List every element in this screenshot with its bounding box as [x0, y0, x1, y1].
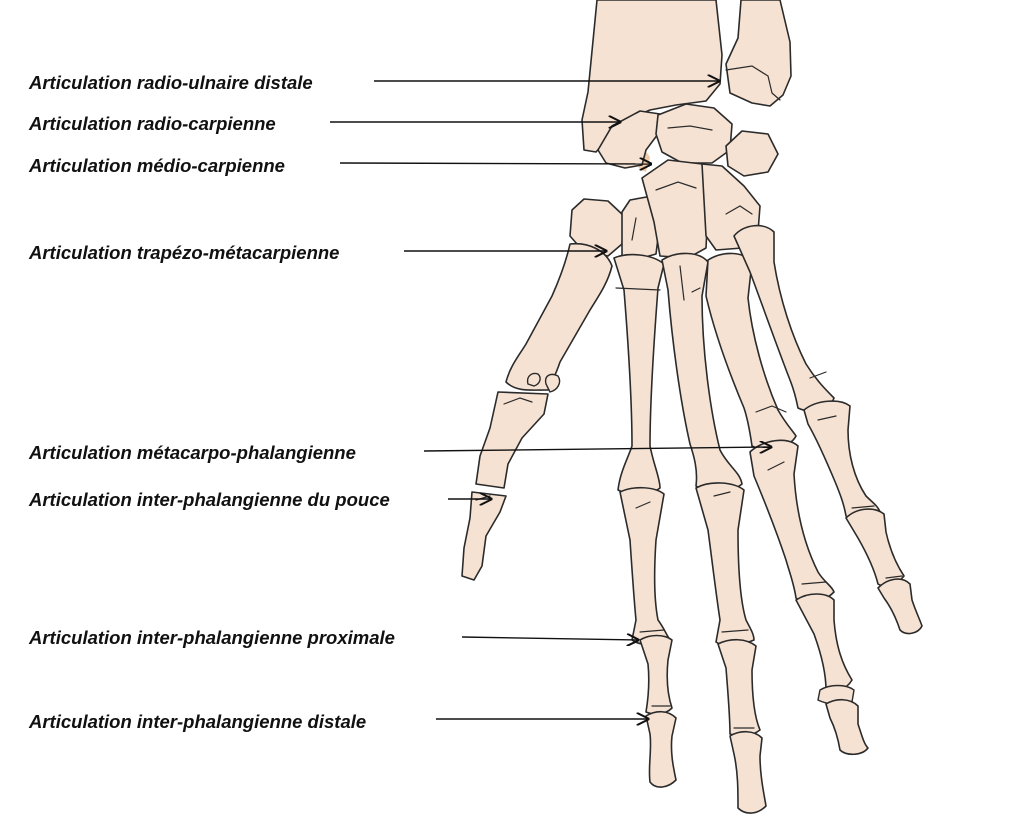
label-trapezometacarpal-joint: Articulation trapézo-métacarpienne — [29, 242, 340, 263]
joint-details — [631, 217, 903, 729]
ring-proximal-phalanx-bone — [749, 439, 835, 604]
thumb-proximal-phalanx-bone — [475, 391, 549, 489]
ring-distal-phalanx-bone — [825, 698, 869, 756]
triquetrum-bone — [725, 130, 779, 177]
thumb-metacarpal-bone — [505, 242, 613, 391]
forearm-bones — [581, 0, 792, 153]
arrow-proximal-interphalangeal — [461, 637, 638, 640]
middle-middle-phalanx-bone — [717, 638, 761, 737]
label-radio-ulnar-joint: Articulation radio-ulnaire distale — [29, 72, 313, 93]
radius-bone — [581, 0, 723, 153]
label-proximal-interphalangeal-joint: Articulation inter-phalangienne proximal… — [29, 627, 395, 648]
arrow-midcarpal — [339, 163, 651, 164]
lunate-bone — [655, 103, 733, 164]
index-proximal-phalanx-bone — [619, 486, 671, 646]
little-proximal-phalanx-bone — [803, 400, 881, 521]
ring-middle-phalanx-bone — [795, 593, 853, 693]
index-distal-phalanx-bone — [645, 710, 677, 788]
middle-finger-bones — [661, 252, 767, 814]
ulna-bone — [725, 0, 792, 107]
index-middle-phalanx-bone — [639, 634, 673, 715]
index-metacarpal-bone — [613, 253, 665, 496]
little-middle-phalanx-bone — [845, 508, 905, 587]
little-distal-phalanx-bone — [877, 578, 923, 635]
leader-arrows — [330, 81, 771, 719]
index-finger-bones — [613, 253, 677, 788]
label-thumb-interphalangeal-joint: Articulation inter-phalangienne du pouce — [29, 489, 390, 510]
middle-distal-phalanx-bone — [729, 730, 767, 814]
label-radio-carpal-joint: Articulation radio-carpienne — [29, 113, 276, 134]
label-midcarpal-joint: Articulation médio-carpienne — [29, 155, 285, 176]
thumb-bones — [461, 242, 613, 581]
middle-metacarpal-bone — [661, 252, 743, 493]
arrow-metacarpophalangeal — [423, 447, 771, 451]
carpal-bones — [569, 103, 779, 259]
ring-finger-bones — [705, 252, 869, 756]
ring-metacarpal-bone — [705, 252, 797, 451]
label-distal-interphalangeal-joint: Articulation inter-phalangienne distale — [29, 711, 367, 732]
label-metacarpophalangeal-joint: Articulation métacarpo-phalangienne — [29, 442, 356, 463]
little-finger-bones — [733, 224, 923, 635]
capitate-bone — [641, 159, 709, 259]
little-metacarpal-bone — [733, 224, 835, 412]
thumb-distal-phalanx-bone — [461, 491, 507, 581]
middle-proximal-phalanx-bone — [695, 482, 755, 647]
